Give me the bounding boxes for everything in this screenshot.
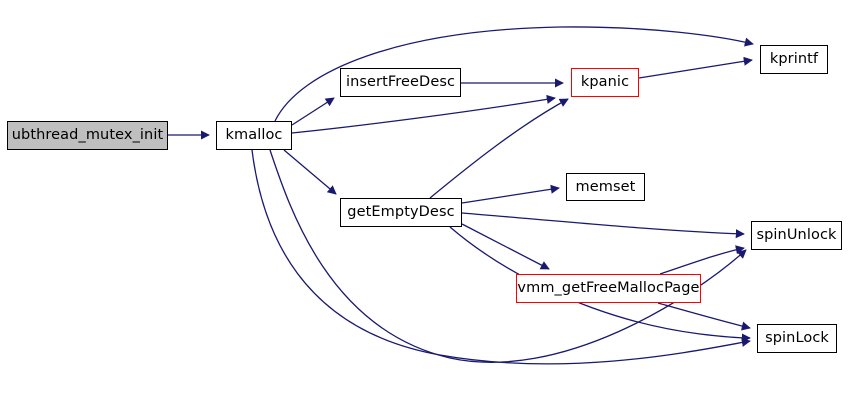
graph-edge xyxy=(461,223,550,270)
graph-edge xyxy=(657,302,751,331)
graph-edge xyxy=(283,149,337,195)
node-label: spinUnlock xyxy=(756,227,837,244)
node-label: insertFreeDesc xyxy=(345,74,456,91)
node-label: vmm_getFreeMallocPage xyxy=(517,280,700,297)
node-memset[interactable]: memset xyxy=(566,173,645,201)
node-label: ubthread_mutex_init xyxy=(11,127,164,144)
node-spin-lock[interactable]: spinLock xyxy=(757,324,837,353)
node-get-empty-desc[interactable]: getEmptyDesc xyxy=(340,198,462,227)
node-label: getEmptyDesc xyxy=(347,204,455,221)
node-label: kmalloc xyxy=(225,127,283,144)
graph-edge xyxy=(638,56,753,79)
graph-edge xyxy=(461,212,745,239)
graph-edge xyxy=(659,245,745,275)
graph-edge xyxy=(269,149,747,363)
node-vmm-get-free-malloc-page[interactable]: vmm_getFreeMallocPage xyxy=(516,274,701,303)
node-label: kpanic xyxy=(580,74,630,91)
node-kprintf[interactable]: kprintf xyxy=(760,45,828,74)
graph-edge xyxy=(291,97,335,126)
node-kpanic[interactable]: kpanic xyxy=(571,68,639,97)
node-label: kprintf xyxy=(769,51,819,68)
node-spin-unlock[interactable]: spinUnlock xyxy=(751,221,842,250)
graph-edge xyxy=(251,149,751,365)
graph-edge xyxy=(291,94,556,134)
graph-edge xyxy=(429,98,569,199)
graph-edge xyxy=(461,184,560,204)
node-kmalloc[interactable]: kmalloc xyxy=(216,121,292,150)
node-label: memset xyxy=(575,178,636,195)
node-ubthread-mutex-init[interactable]: ubthread_mutex_init xyxy=(7,121,168,150)
node-label: spinLock xyxy=(765,330,829,347)
node-insert-free-desc[interactable]: insertFreeDesc xyxy=(340,68,461,97)
